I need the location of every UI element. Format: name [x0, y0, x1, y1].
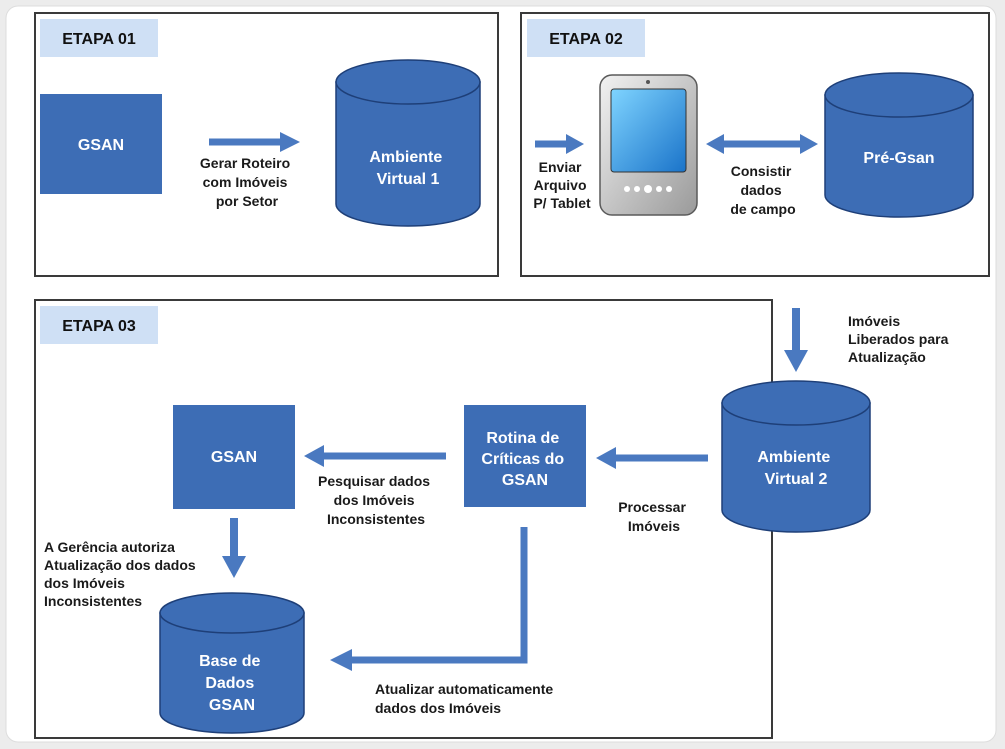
atualizar-arrow-shaft — [351, 527, 528, 664]
gerencia-arrow-head — [222, 556, 246, 578]
base-dados-gsan-node — [159, 592, 305, 734]
gsan-top-label: GSAN — [78, 137, 124, 154]
rotina-criticas-label: Rotina de Críticas do GSAN — [481, 430, 568, 489]
atualizar-label: Atualizar automaticamente dados dos Imóv… — [375, 681, 557, 716]
gerencia-label: A Gerência autoriza Atualização dos dado… — [44, 539, 200, 609]
ambiente-virtual-1-label: Ambiente Virtual 1 — [369, 149, 446, 188]
rotina-criticas-node — [464, 405, 586, 507]
consistir-arrow-head-right — [800, 134, 818, 154]
ambiente-virtual-1-node — [335, 59, 481, 227]
pesquisar-arrow-head — [304, 445, 324, 467]
stage-03-tab — [40, 306, 158, 344]
pre-gsan-label: Pré-Gsan — [863, 150, 934, 167]
processar-arrow-head — [596, 447, 616, 469]
enviar-label: Enviar Arquivo P/ Tablet — [533, 159, 591, 211]
stage-02-title: ETAPA 02 — [549, 31, 623, 48]
enviar-arrow-head — [566, 134, 584, 154]
stage-01-title: ETAPA 01 — [62, 31, 136, 48]
liberados-arrow-head — [784, 350, 808, 372]
stage-02-tab — [527, 19, 645, 57]
consistir-label: Consistir dados de campo — [730, 163, 795, 217]
gerar-arrow-head — [280, 132, 300, 152]
stage-03-panel — [34, 299, 773, 739]
ambiente-virtual-2-label: Ambiente Virtual 2 — [757, 449, 834, 488]
ambiente-virtual-2-node — [721, 380, 871, 533]
consistir-arrow-head-left — [706, 134, 724, 154]
pre-gsan-node — [824, 72, 974, 218]
stage-03-title: ETAPA 03 — [62, 318, 136, 335]
stage-01-tab — [40, 19, 158, 57]
gerar-label: Gerar Roteiro com Imóveis por Setor — [200, 155, 294, 209]
processar-label: Processar Imóveis — [618, 499, 690, 534]
base-dados-gsan-label: Base de Dados GSAN — [199, 653, 265, 714]
pesquisar-label: Pesquisar dados dos Imóveis Inconsistent… — [318, 473, 434, 527]
atualizar-arrow-head — [330, 649, 352, 671]
gsan-mid-node — [173, 405, 295, 509]
gsan-mid-label: GSAN — [211, 449, 257, 466]
gsan-top-node — [40, 94, 162, 194]
liberados-label: Imóveis Liberados para Atualização — [848, 313, 952, 365]
tablet-device-icon — [599, 74, 698, 216]
